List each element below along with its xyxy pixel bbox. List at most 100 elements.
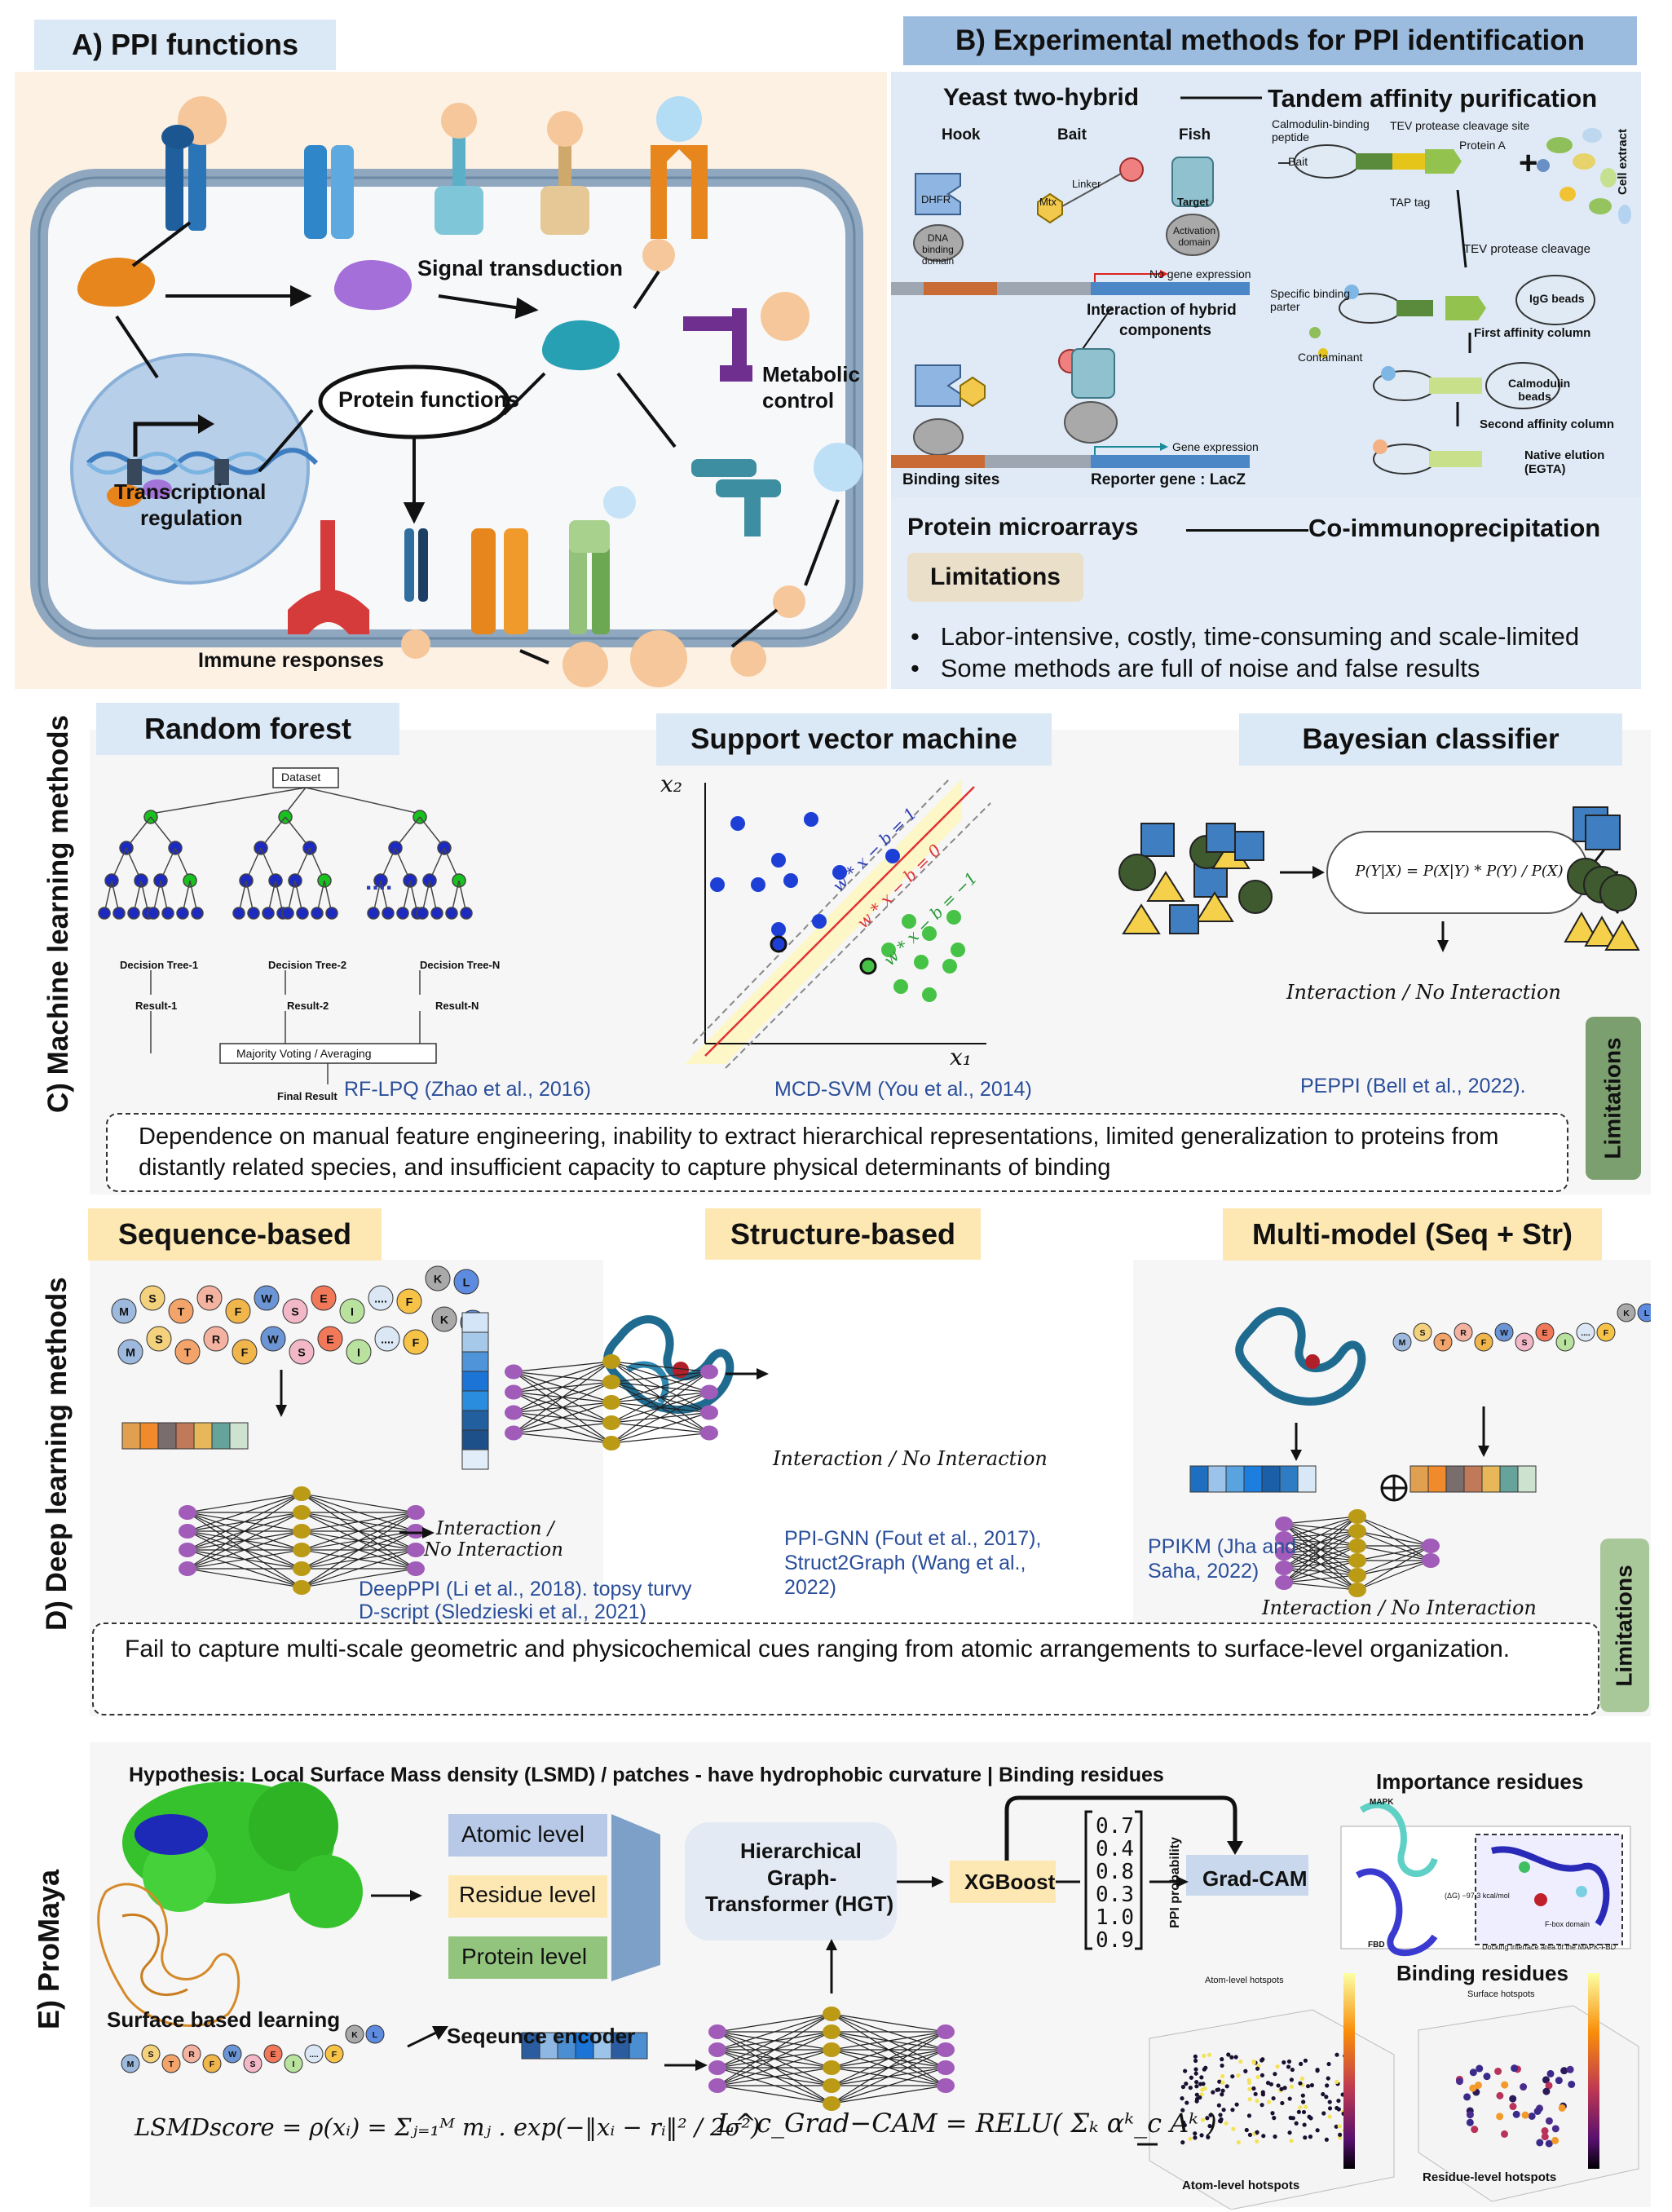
atom-hotspot-point xyxy=(1315,2069,1320,2073)
purple-protein xyxy=(333,260,412,311)
rf-node xyxy=(460,907,473,920)
atom-hotspot-point xyxy=(1273,2134,1277,2139)
atom-hotspot-point xyxy=(1268,2082,1274,2086)
svm-margin-upper xyxy=(692,778,951,1044)
residue-letter: I xyxy=(351,1305,354,1318)
xgboost-box xyxy=(950,1861,1056,1903)
feature-cell xyxy=(1410,1465,1429,1493)
rf-node xyxy=(430,907,443,920)
rf-node xyxy=(98,907,111,920)
nn-neuron xyxy=(1275,1517,1293,1531)
first-affinity-construct xyxy=(1309,275,1595,358)
nn-neuron xyxy=(293,1543,311,1557)
atom-hotspot-point xyxy=(1261,2134,1266,2139)
residue-letter: S xyxy=(298,1346,306,1359)
residue-bead xyxy=(182,2044,201,2064)
feature-cell xyxy=(139,1422,159,1450)
feature-cell xyxy=(1261,1465,1281,1493)
nn-neuron xyxy=(407,1524,425,1539)
residue-hotspot-point xyxy=(1520,2083,1528,2091)
atom-hotspot-point xyxy=(1220,2092,1224,2097)
atom-hotspot-point xyxy=(1193,2054,1198,2059)
atom-hotspot-point xyxy=(1302,2122,1307,2127)
residue-letter: L xyxy=(463,1276,470,1289)
svm-point-negative xyxy=(914,955,929,969)
microarrays-connector xyxy=(1186,529,1308,532)
residue-hotspot-point xyxy=(1509,2095,1517,2103)
atom-hotspot-point xyxy=(1326,2061,1331,2067)
atom-hotspot-point xyxy=(1326,2076,1330,2081)
residue-letter: I xyxy=(357,1346,360,1359)
svm-point-positive xyxy=(771,853,786,868)
residue-bead xyxy=(174,1339,201,1365)
residue-hotspot-point xyxy=(1541,2127,1549,2135)
seq-citation-2: D-script (Sledzieski et al., 2021) xyxy=(359,1600,646,1623)
atom-hotspot-point xyxy=(1219,2117,1224,2122)
residue-letter: R xyxy=(1460,1329,1467,1338)
atom-hotspot-point xyxy=(1221,2108,1226,2113)
atom-hotspot-point xyxy=(1294,2121,1299,2126)
atom-hotspot-point xyxy=(1255,2099,1260,2104)
binding-residues-label: Binding residues xyxy=(1396,1961,1568,1985)
atom-hotspot-point xyxy=(1207,2052,1212,2057)
prob-4: 1.0 xyxy=(1096,1905,1134,1930)
residue-bead xyxy=(243,2054,262,2073)
immune-receptor xyxy=(288,520,369,634)
tev-cleavage-label: TEV protease cleavage xyxy=(1463,242,1590,256)
protein-level-label: Protein level xyxy=(461,1944,588,1969)
residue-letter: E xyxy=(271,2051,276,2060)
rf-node xyxy=(416,907,429,920)
atomic-level-box xyxy=(448,1814,607,1857)
atom-hotspot-point xyxy=(1260,2103,1264,2108)
atom-hotspot-point xyxy=(1220,2088,1225,2093)
calmodulin-peptide-label: Calmodulin-binding peptide xyxy=(1272,117,1370,143)
atom-hotspot-point xyxy=(1253,2091,1258,2096)
ppi-functions-diagram xyxy=(30,96,863,687)
svm-point-negative xyxy=(942,959,957,974)
rf-node xyxy=(176,907,189,920)
residue-letter: S xyxy=(291,1305,299,1318)
atom-hotspot-point xyxy=(1338,2132,1343,2137)
atom-hotspot-point xyxy=(1185,2100,1189,2105)
atom-hotspots-plot xyxy=(1149,1973,1395,2210)
bayes-diagram xyxy=(1118,823,1620,952)
feature-cell xyxy=(461,1371,489,1392)
residue-bead xyxy=(289,1339,315,1365)
atom-hotspot-point xyxy=(1193,2067,1198,2072)
svm-x1: x₁ xyxy=(950,1044,973,1071)
res1-label: Result-1 xyxy=(135,1000,178,1012)
nn-neuron xyxy=(1422,1553,1440,1568)
feature-cell xyxy=(211,1422,231,1450)
feature-cell xyxy=(461,1429,489,1450)
orange-dimer xyxy=(471,528,528,634)
residue-letter: W xyxy=(261,1292,272,1305)
residue-level-box xyxy=(448,1875,607,1918)
panel-b-limit-2: • Some methods are full of noise and fal… xyxy=(911,654,1480,682)
residue-hotspot-point xyxy=(1509,2103,1517,2111)
nn-neuron xyxy=(602,1395,620,1410)
nn-neuron xyxy=(1348,1568,1366,1583)
atom-hotspot-point xyxy=(1296,2109,1301,2114)
nn-neuron xyxy=(293,1580,311,1595)
residue-bead xyxy=(1596,1322,1616,1342)
feature-cell xyxy=(461,1331,489,1353)
residue-hotspots-label: Residue-level hotspots xyxy=(1423,2170,1557,2184)
atom-hotspot-point xyxy=(1282,2086,1287,2091)
feature-cell xyxy=(229,1422,249,1450)
atom-hotspots-title: Atom-level hotspots xyxy=(1205,1976,1284,1985)
atom-hotspot-point xyxy=(1280,2100,1285,2106)
atom-hotspot-point xyxy=(1193,2071,1198,2076)
residue-bead xyxy=(365,2024,385,2044)
atom-hotspot-point xyxy=(1243,2069,1248,2073)
nucleus xyxy=(70,353,310,585)
atom-hotspot-point xyxy=(1298,2081,1303,2086)
residue-bead xyxy=(202,2054,222,2073)
rf-node xyxy=(262,907,275,920)
importance-residues-image xyxy=(1340,1801,1631,1956)
residue-bead xyxy=(1555,1332,1575,1352)
atom-hotspot-point xyxy=(1335,2079,1339,2084)
feature-cell xyxy=(1499,1465,1519,1493)
nn-neuron xyxy=(505,1364,523,1380)
